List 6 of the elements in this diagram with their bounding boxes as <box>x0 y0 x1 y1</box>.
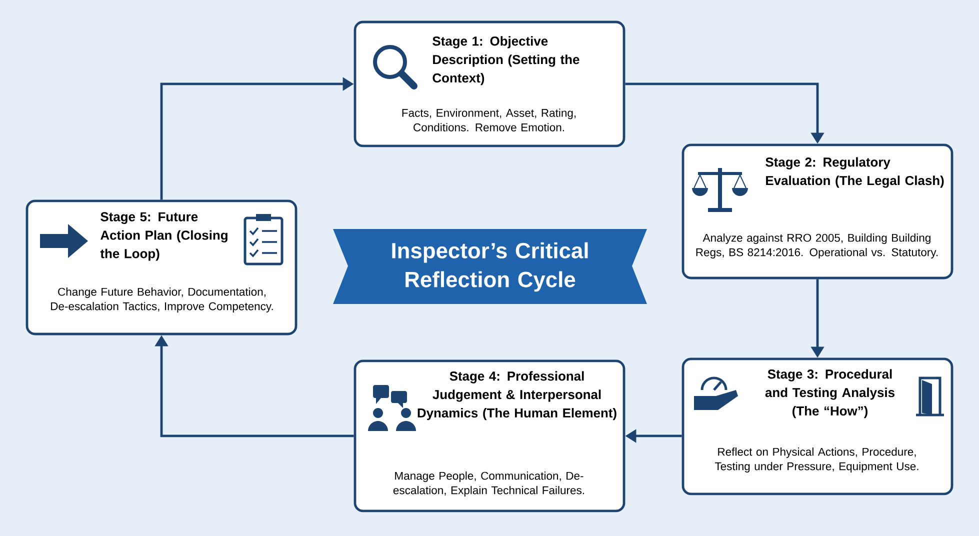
stage-box: Stage 4: Professional Judgement & Interpersonal Dynamics (The Human Element) Manage People, Communication, De-escalation, Explain Technical Failures. <box>354 360 626 512</box>
stage-box: Stage 2: Regulatory Evaluation (The Legal Clash) Analyze against RRO 2005, Building Building Regs, BS 8214:2016. Operational vs. Statutory. <box>682 144 954 280</box>
stage-box: Stage 1: Objective Description (Setting the Context) Facts, Environment, Asset, Rating, Conditions. Remove Emotion. <box>354 20 626 148</box>
stage-box: Stage 3: Procedural and Testing Analysis (The “How”) Reflect on Physical Actions, Procedure, Testing under Pressure, Equipment Use. <box>682 358 954 496</box>
title-banner: Inspector’s Critical Reflection Cycle <box>333 228 647 304</box>
stage-box: Stage 5: Future Action Plan (Closing the Loop) Change Future Behavior, Documentation, De-escalation Tactics, Improve Competency. <box>26 200 298 336</box>
